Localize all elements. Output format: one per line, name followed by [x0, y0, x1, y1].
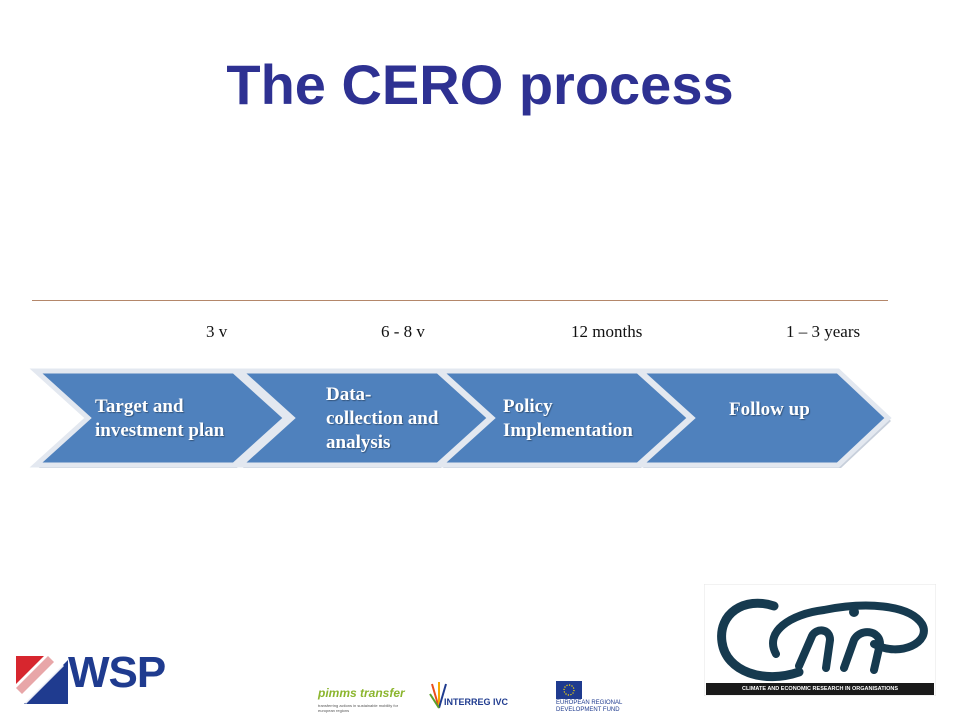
chevron-step-3 — [433, 368, 694, 468]
duration-step-3: 12 months — [571, 322, 643, 341]
cero-logo-caption: CLIMATE AND ECONOMIC RESEARCH IN ORGANIS… — [706, 683, 934, 695]
step-label-target: Target and investment plan — [95, 396, 225, 441]
timeline-rule — [32, 300, 888, 301]
duration-step-2: 6 - 8 v — [381, 322, 425, 341]
step-label-follow-up: Follow up — [729, 399, 810, 420]
step-label-policy: Policy Implementation — [503, 396, 633, 441]
eu-fund-text: EUROPEAN REGIONAL DEVELOPMENT FUND — [556, 700, 623, 713]
duration-step-4: 1 – 3 years — [786, 322, 861, 341]
cero-logo-icon — [704, 584, 936, 696]
chevron-step-1 — [29, 368, 290, 468]
duration-step-1: 3 v — [206, 322, 228, 341]
pimms-logo-text: pimms transfer — [318, 686, 405, 700]
eu-flag-icon — [556, 681, 582, 699]
interreg-logo-icon — [429, 682, 447, 709]
step-label-data-collection: Data- collection and analysis — [326, 384, 439, 453]
chevron-step-4 — [633, 368, 892, 468]
interreg-logo-text: INTERREG IVC — [444, 697, 509, 707]
wsp-logo-icon — [16, 656, 68, 704]
slide-title: The CERO process — [226, 53, 734, 116]
wsp-logo-text: WSP — [68, 648, 166, 697]
pimms-logo-tagline: transferring actions in sustainable mobi… — [318, 703, 399, 713]
